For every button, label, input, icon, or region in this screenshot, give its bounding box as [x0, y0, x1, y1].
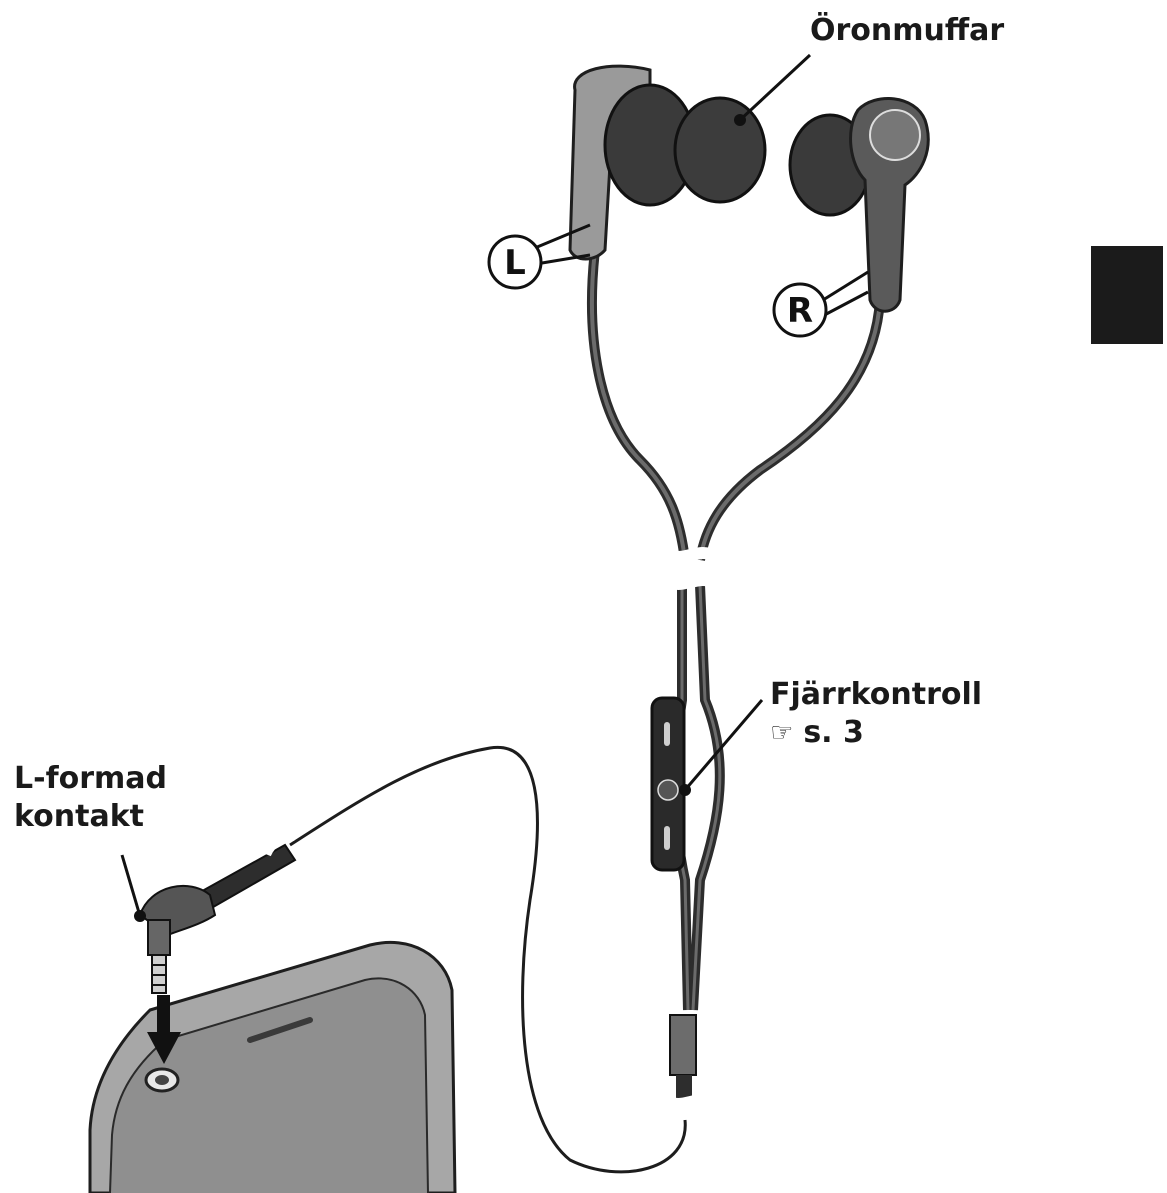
remote-leader [683, 699, 764, 791]
right-badge: R [772, 270, 869, 338]
remote-control-label: Fjärrkontroll ☞ s. 3 [770, 677, 983, 750]
ear-tips-leader [738, 53, 812, 122]
remote-control [650, 696, 686, 872]
connector-leader [120, 854, 142, 917]
left-earbud [568, 64, 767, 261]
page-reference: s. 3 [803, 715, 864, 750]
ear-tips-label: Öronmuffar [810, 13, 1005, 48]
left-badge: L [487, 223, 591, 290]
svg-text:R: R [787, 291, 813, 331]
pointing-hand-icon: ☞ [770, 718, 794, 748]
right-earbud [788, 97, 930, 313]
music-player-device [88, 940, 457, 1193]
svg-text:L: L [504, 243, 526, 283]
section-tab-marker [1091, 246, 1163, 344]
thin-cable [289, 745, 687, 1174]
l-shaped-plug [138, 843, 297, 994]
down-arrow-icon [147, 995, 181, 1064]
l-connector-label: L-formad kontakt [14, 761, 168, 834]
